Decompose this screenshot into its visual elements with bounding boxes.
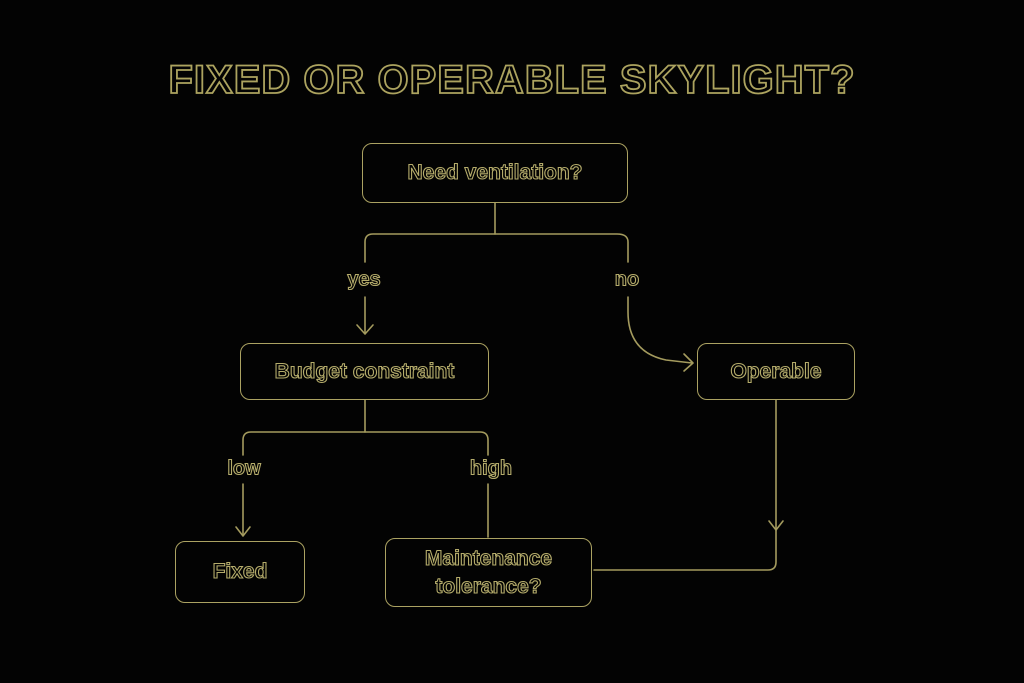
- node-operable: Operable: [697, 343, 855, 400]
- connector-no: [627, 296, 693, 364]
- node-maintenance-tolerance: Maintenance tolerance?: [385, 538, 592, 607]
- arrowhead-operable: [768, 520, 784, 531]
- diagram-title: FIXED OR OPERABLE SKYLIGHT?: [168, 57, 856, 103]
- node-budget-constraint-label: Budget constraint: [274, 359, 455, 383]
- connector-split-bar-top: [364, 233, 629, 263]
- node-maintenance-tolerance-label: Maintenance tolerance?: [424, 547, 553, 598]
- edge-label-low: low: [227, 457, 261, 480]
- arrowhead-yes: [356, 324, 374, 335]
- edge-label-no: no: [614, 268, 640, 291]
- node-fixed-label: Fixed: [212, 560, 268, 584]
- node-operable-label: Operable: [730, 359, 822, 383]
- edge-label-high: high: [469, 457, 513, 480]
- arrowhead-low: [235, 526, 251, 537]
- node-need-ventilation: Need ventilation?: [362, 143, 628, 203]
- node-budget-constraint: Budget constraint: [240, 343, 489, 400]
- node-need-ventilation-label: Need ventilation?: [407, 161, 583, 185]
- connector-split-bar-bottom: [242, 431, 489, 456]
- node-fixed: Fixed: [175, 541, 305, 603]
- edge-label-yes: yes: [347, 268, 381, 291]
- arrowhead-no: [683, 353, 694, 372]
- connector-operable: [593, 399, 777, 571]
